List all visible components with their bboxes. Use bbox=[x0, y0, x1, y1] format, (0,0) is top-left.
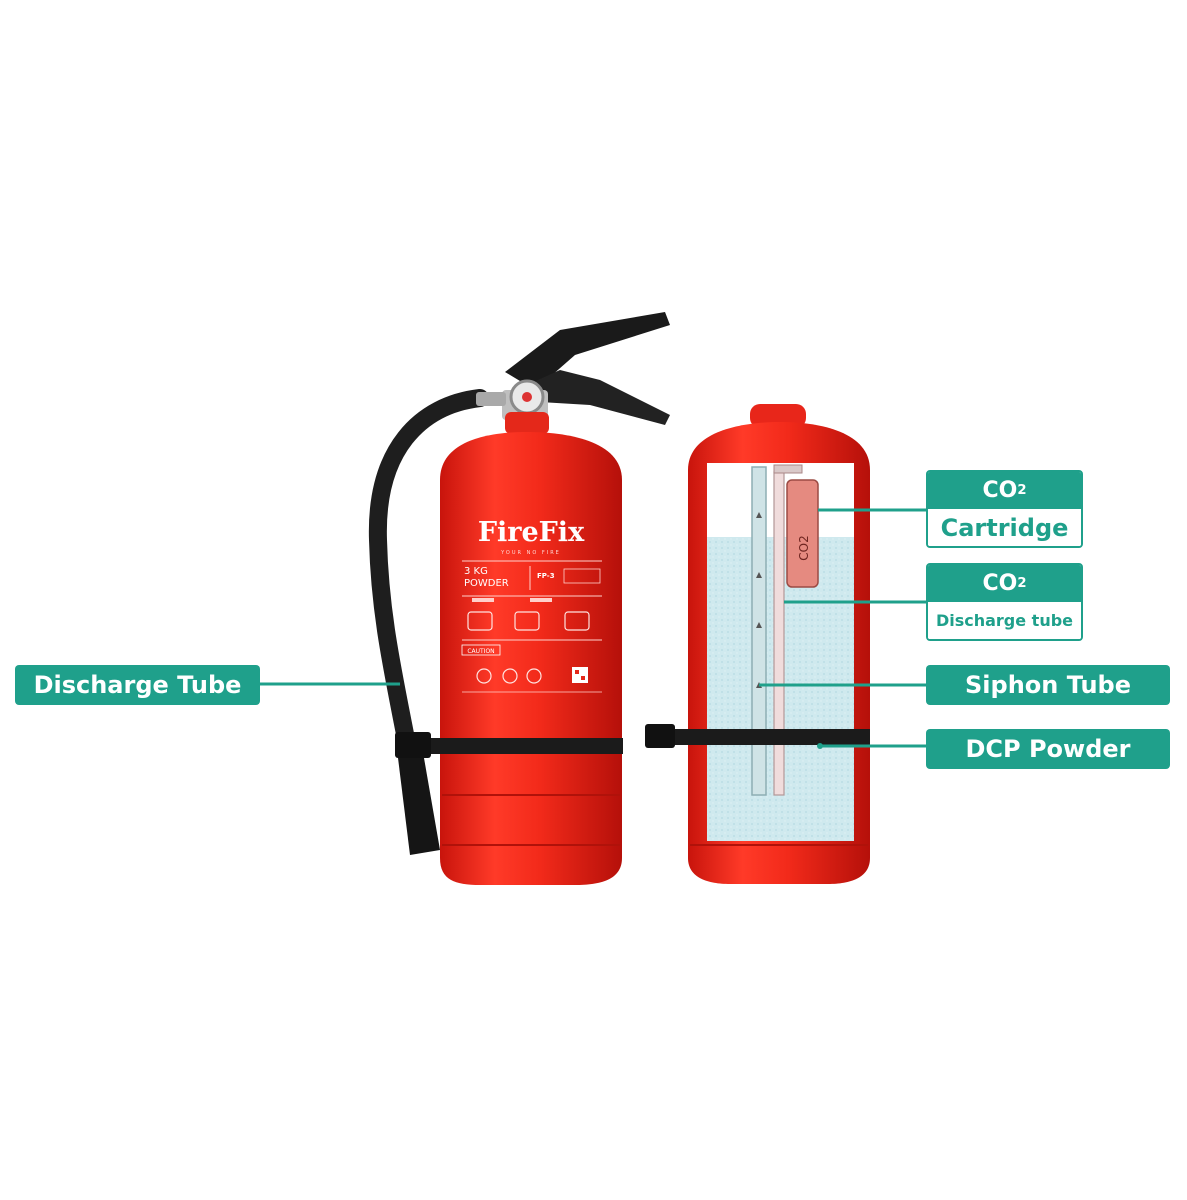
label-dcp-powder: DCP Powder bbox=[926, 729, 1170, 769]
label-discharge-tube: Discharge Tube bbox=[15, 665, 260, 705]
co2-discharge-name: Discharge tube bbox=[928, 602, 1081, 639]
brand-name: FireFix bbox=[478, 517, 585, 548]
label-siphon-tube: Siphon Tube bbox=[926, 665, 1170, 705]
class-icons bbox=[476, 668, 542, 684]
siphon-tube bbox=[751, 466, 767, 796]
usage-pictograms bbox=[467, 611, 590, 631]
leader-lines bbox=[258, 508, 928, 748]
qr-code bbox=[572, 667, 588, 683]
cutaway-extinguisher: CO2 bbox=[645, 404, 870, 884]
brand-tagline: YOUR NO FIRE bbox=[500, 550, 561, 556]
label-model: FP-3 bbox=[537, 572, 555, 580]
cartridge-text: CO2 bbox=[797, 535, 811, 560]
left-extinguisher: FireFix YOUR NO FIRE 3 KG POWDER FP-3 CA… bbox=[368, 312, 670, 885]
label-type: POWDER bbox=[464, 578, 509, 589]
hose bbox=[368, 389, 489, 769]
bottom-lever bbox=[520, 370, 670, 425]
mounting-strap bbox=[395, 738, 623, 754]
label-weight: 3 KG bbox=[464, 566, 488, 577]
nozzle bbox=[398, 758, 440, 855]
co2-cartridge bbox=[786, 479, 819, 588]
cylinder-body bbox=[440, 432, 622, 885]
co2-discharge-tube bbox=[773, 471, 785, 796]
top-lever bbox=[505, 312, 670, 390]
caution-label: CAUTION bbox=[467, 648, 494, 655]
co2-cartridge-name: Cartridge bbox=[928, 509, 1081, 546]
cutaway-strap bbox=[645, 729, 870, 745]
